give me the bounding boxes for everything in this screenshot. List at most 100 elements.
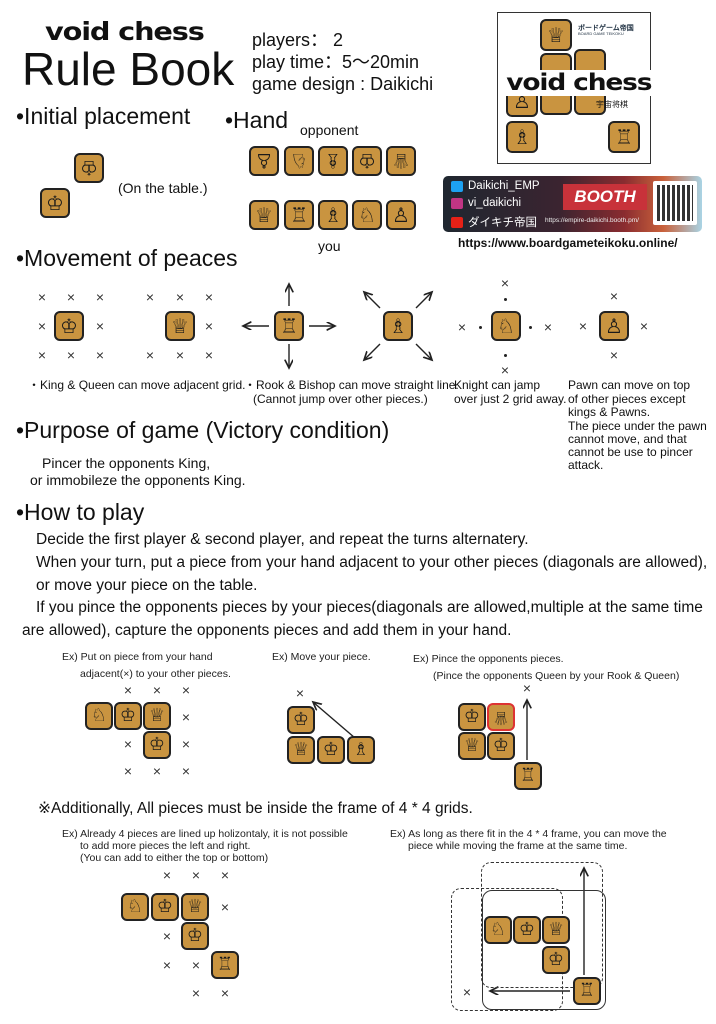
rook-piece-icon xyxy=(274,311,304,341)
social-banner: Daikichi_EMP vi_daikichi ダイキチ帝国 BOOTH ht… xyxy=(443,176,702,232)
rook-piece-icon xyxy=(514,762,542,790)
purpose-line-2: or immobileze the opponents King. xyxy=(30,472,246,488)
old-frame xyxy=(481,862,603,988)
knight-piece-icon xyxy=(484,916,512,944)
box-logo: void chess xyxy=(504,70,654,96)
pawn-caption-3: kings & Pawns. xyxy=(568,405,651,419)
play-time-info: play time：5〜20min xyxy=(252,52,420,72)
queen-piece-icon xyxy=(287,736,315,764)
queen-piece-icon xyxy=(143,702,171,730)
twitter-icon xyxy=(451,180,463,192)
frame-ex1-3: (You can add to either the top or bottom… xyxy=(80,852,269,864)
qr-code xyxy=(653,181,697,225)
ex1-caption-2: adjacent(×) to your other pieces. xyxy=(80,668,231,680)
opponent-label: opponent xyxy=(300,122,359,138)
new-frame xyxy=(482,890,606,1010)
dot-mark-icon xyxy=(503,297,507,301)
king-piece-icon xyxy=(513,916,541,944)
pawn-caption-4: The piece under the pawn xyxy=(568,419,707,433)
hand-heading: •Hand xyxy=(225,107,289,133)
dot-mark-icon xyxy=(503,353,507,357)
captured-queen-piece-icon xyxy=(487,703,515,731)
purpose-line-1: Pincer the opponents King, xyxy=(42,455,211,471)
page-title: Rule Book xyxy=(22,43,235,95)
pawn-caption-2: of other pieces except xyxy=(568,392,686,406)
how-line-4: If you pince the opponents pieces by you… xyxy=(36,599,703,616)
purpose-heading: •Purpose of game (Victory condition) xyxy=(16,417,390,443)
pawn-caption-5: cannot move, and that xyxy=(568,432,687,446)
rook-bishop-caption-1: ・Rook & Bishop can move straight line. xyxy=(244,378,459,392)
instagram-icon xyxy=(451,197,463,209)
king-piece-icon xyxy=(54,311,84,341)
how-line-1: Decide the first player & second player,… xyxy=(36,531,529,548)
initial-heading: •Initial placement xyxy=(16,103,191,129)
youtube-icon xyxy=(451,216,463,228)
box-art: ボードゲーム帝国 BOARD GAME TEIKOKU void chess 宇… xyxy=(497,12,654,164)
rook-piece-icon xyxy=(211,951,239,979)
queen-piece-icon xyxy=(165,311,195,341)
how-line-3: or move your piece on the table. xyxy=(36,577,258,594)
how-line-2: When your turn, put a piece from your ha… xyxy=(36,554,708,571)
knight-piece-icon xyxy=(121,893,149,921)
king-piece-icon xyxy=(151,893,179,921)
queen-piece-icon xyxy=(542,916,570,944)
publisher-logo-en: BOARD GAME TEIKOKU xyxy=(578,31,624,36)
king-piece-icon xyxy=(181,922,209,950)
queen-piece-icon xyxy=(249,200,279,230)
booth-button[interactable]: BOOTH xyxy=(563,184,647,210)
dot-mark-icon xyxy=(528,325,532,329)
youtube-link[interactable]: ダイキチ帝国 xyxy=(451,214,537,230)
pawn-caption-7: attack. xyxy=(568,458,604,472)
king-piece-icon xyxy=(458,703,486,731)
dot-mark-icon xyxy=(478,325,482,329)
pawn-piece-icon xyxy=(386,200,416,230)
frame-note: ※Additionally, All pieces must be inside… xyxy=(38,800,473,817)
pawn-caption-1: Pawn can move on top xyxy=(568,378,691,392)
knight-piece-icon xyxy=(85,702,113,730)
knight-piece-icon xyxy=(352,200,382,230)
you-label: you xyxy=(318,238,341,254)
how-heading: •How to play xyxy=(16,499,145,525)
instagram-link[interactable]: vi_daikichi xyxy=(451,197,521,209)
queen-piece-icon xyxy=(181,893,209,921)
how-line-5: are allowed), capture the opponents piec… xyxy=(22,622,512,639)
rook-piece-icon xyxy=(284,200,314,230)
game-logo: void chess xyxy=(45,17,205,46)
king-piece-icon xyxy=(542,946,570,974)
bishop-piece-icon xyxy=(318,200,348,230)
publisher-logo: ボードゲーム帝国 xyxy=(578,25,634,32)
bishop-piece-icon xyxy=(383,311,413,341)
rook-bishop-caption-2: (Cannot jump over other pieces.) xyxy=(253,392,428,406)
table-note: (On the table.) xyxy=(118,180,208,196)
ex2-caption: Ex) Move your piece. xyxy=(272,651,371,663)
knight-caption-1: Knight can jamp xyxy=(454,378,541,392)
players-info: players： 2 xyxy=(252,30,344,50)
design-info: game design : Daikichi xyxy=(252,74,434,94)
pawn-piece-icon xyxy=(599,311,629,341)
ex3-caption-2: (Pince the opponents Queen by your Rook … xyxy=(433,670,680,682)
movement-heading: •Movement of peaces xyxy=(16,245,238,271)
king-piece-icon xyxy=(287,706,315,734)
frame-ex2-2: piece while moving the frame at the same… xyxy=(408,840,628,852)
ex1-caption-1: Ex) Put on piece from your hand xyxy=(62,651,213,663)
frame-ex2-1: Ex) As long as there fit in the 4 * 4 fr… xyxy=(390,828,667,840)
queen-piece-icon xyxy=(458,732,486,760)
ex3-caption-1: Ex) Pince the opponents pieces. xyxy=(413,653,564,665)
booth-url[interactable]: https://empire-daikichi.booth.pm/ xyxy=(545,217,639,224)
rook-piece-icon xyxy=(573,977,601,1005)
box-subtitle: 宇宙将棋 xyxy=(596,100,628,109)
king-queen-caption: ・King & Queen can move adjacent grid. xyxy=(28,378,246,392)
twitter-link[interactable]: Daikichi_EMP xyxy=(451,180,540,192)
site-url[interactable]: https://www.boardgameteikoku.online/ xyxy=(458,236,678,250)
bishop-piece-icon xyxy=(347,736,375,764)
king-piece-icon xyxy=(487,732,515,760)
frame-ex1-2: to add more pieces the left and right. xyxy=(80,840,251,852)
king-piece-icon xyxy=(40,188,70,218)
king-piece-icon xyxy=(114,702,142,730)
knight-piece-icon xyxy=(491,311,521,341)
king-piece-icon xyxy=(143,731,171,759)
king-piece-icon xyxy=(317,736,345,764)
pawn-caption-6: cannot be use to pincer xyxy=(568,445,693,459)
knight-caption-2: over just 2 grid away. xyxy=(454,392,567,406)
